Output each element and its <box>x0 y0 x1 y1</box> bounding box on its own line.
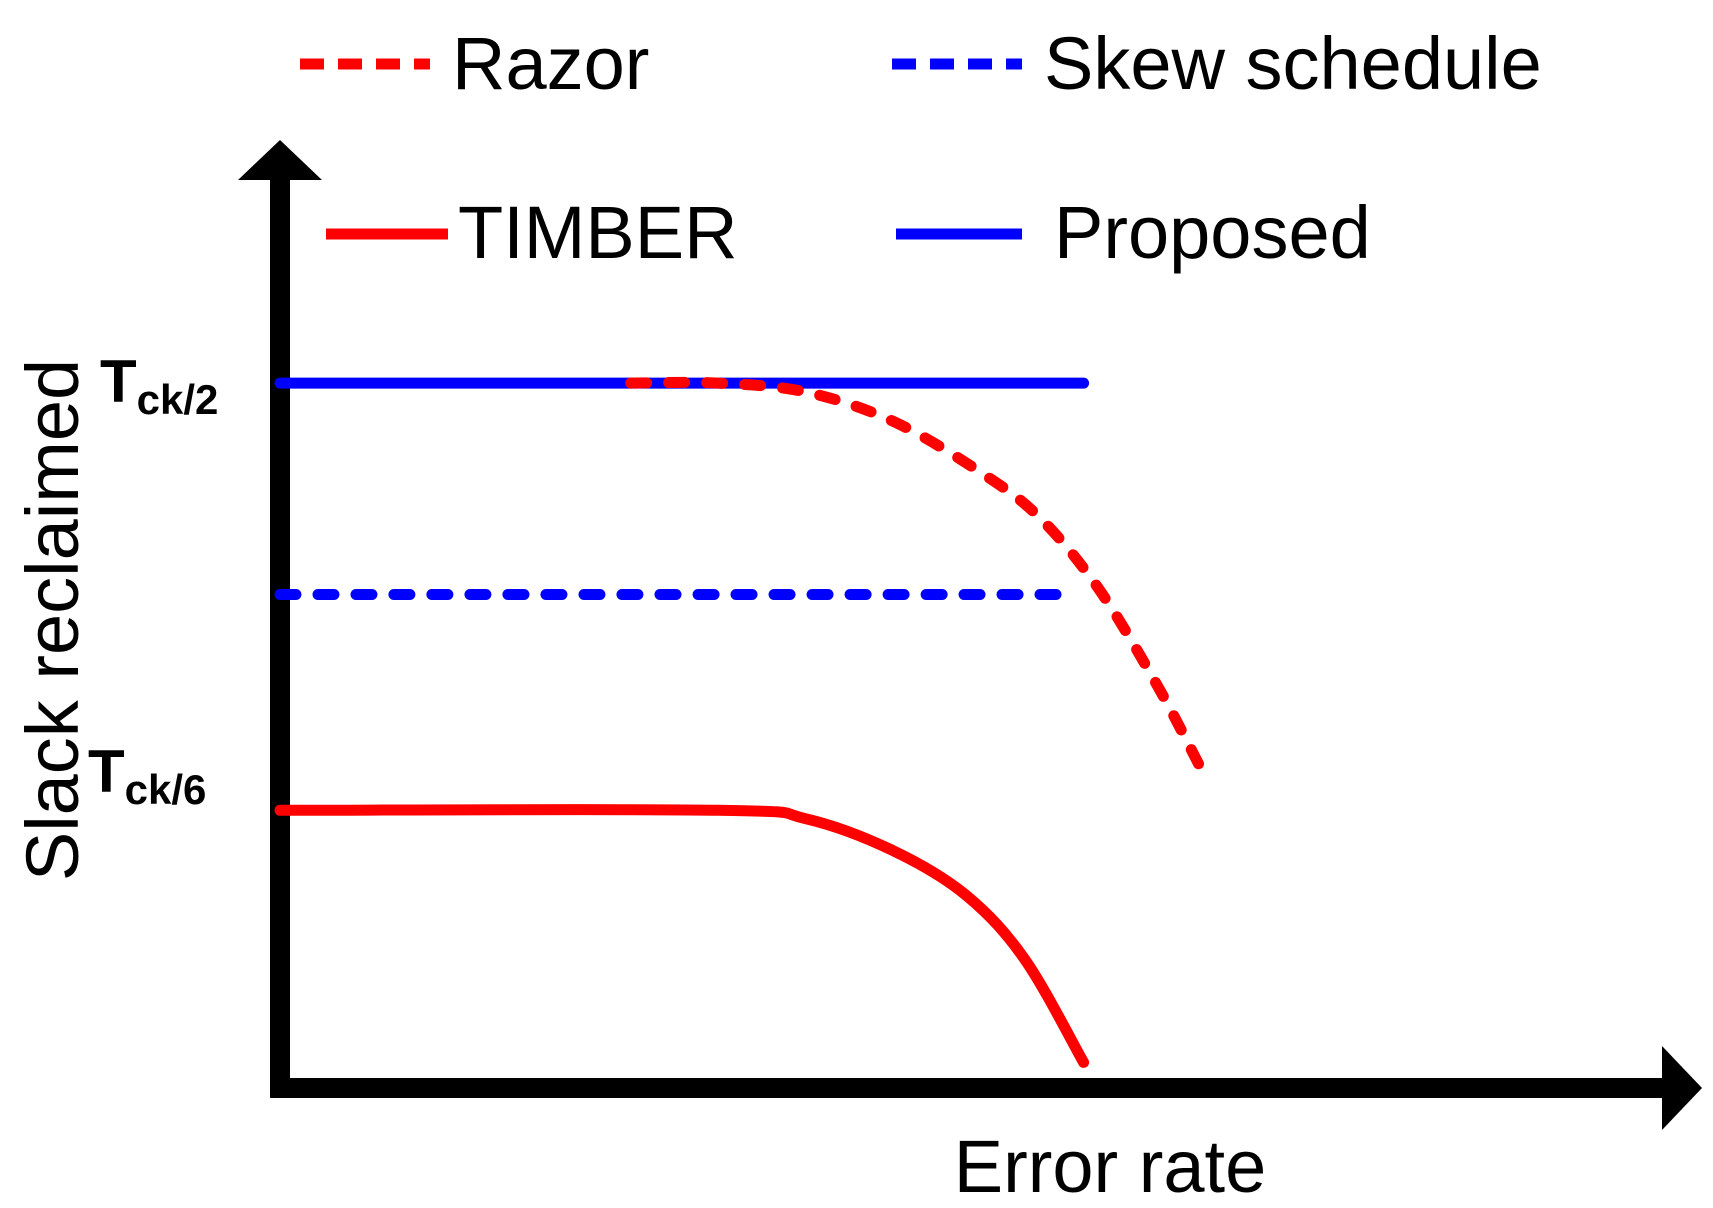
series-layer <box>274 376 1206 1068</box>
x-axis-label: Error rate <box>954 1125 1267 1208</box>
series-line-razor <box>625 376 1206 774</box>
y-axis-arrow-icon <box>238 140 322 180</box>
y-tick-label-ck2: Tck/2 <box>100 348 218 423</box>
legend-label-razor: Razor <box>452 22 649 105</box>
legend: Razor Skew schedule TIMBER Proposed <box>300 22 1542 274</box>
y-axis-label: Slack reclaimed <box>11 359 94 881</box>
series-line-timber <box>274 804 1090 1068</box>
y-tick-label-ck6: Tck/6 <box>88 738 206 813</box>
legend-label-skew-schedule: Skew schedule <box>1044 22 1542 105</box>
legend-label-proposed: Proposed <box>1054 191 1371 274</box>
legend-label-timber: TIMBER <box>458 191 738 274</box>
x-axis-arrow-icon <box>1662 1046 1702 1130</box>
